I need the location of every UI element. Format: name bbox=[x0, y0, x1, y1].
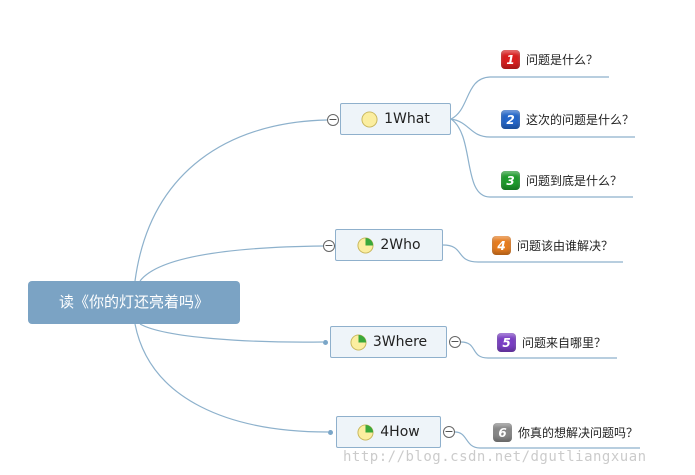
leaf-connector bbox=[454, 431, 640, 449]
subtopic-label: 这次的问题是什么？ bbox=[526, 113, 635, 127]
topic-who[interactable]: 2Who bbox=[335, 229, 443, 261]
collapse-toggle-icon[interactable]: − bbox=[327, 113, 339, 126]
subtopic-item[interactable]: 4 问题该由谁解决？ bbox=[492, 236, 613, 255]
topic-what[interactable]: 1What bbox=[340, 103, 451, 135]
subtopic-item[interactable]: 1 问题是什么？ bbox=[501, 50, 598, 69]
subtopic-label: 问题到底是什么？ bbox=[526, 174, 623, 188]
progress-icon bbox=[350, 333, 367, 351]
priority-1-icon: 1 bbox=[501, 50, 520, 69]
collapse-toggle-icon[interactable]: − bbox=[443, 425, 455, 438]
leaf-connector bbox=[450, 118, 633, 198]
priority-6-icon: 6 bbox=[493, 423, 512, 442]
subtopic-label: 问题是什么？ bbox=[526, 53, 599, 67]
priority-2-icon: 2 bbox=[501, 110, 520, 129]
priority-3-icon: 3 bbox=[501, 171, 520, 190]
subtopic-label: 你真的想解决问题吗？ bbox=[518, 426, 639, 440]
leaf-connector bbox=[450, 118, 635, 138]
collapse-toggle-icon[interactable]: − bbox=[323, 239, 335, 252]
progress-pie-slice bbox=[365, 424, 374, 432]
topic-label: 1What bbox=[384, 111, 430, 127]
progress-pie-slice bbox=[365, 237, 374, 245]
progress-icon bbox=[361, 110, 378, 128]
topic-how[interactable]: 4How bbox=[336, 416, 441, 448]
root-topic-label: 读《你的灯还亮着吗》 bbox=[58, 293, 209, 311]
priority-4-icon: 4 bbox=[492, 236, 511, 255]
topic-label: 2Who bbox=[380, 237, 421, 253]
subtopic-label: 问题该由谁解决？ bbox=[517, 239, 614, 253]
root-connector bbox=[134, 119, 328, 282]
priority-5-icon: 5 bbox=[497, 333, 516, 352]
connector-dot bbox=[328, 430, 333, 435]
topic-where[interactable]: 3Where bbox=[330, 326, 447, 358]
leaf-connector bbox=[450, 76, 609, 120]
watermark: http://blog.csdn.net/dgutliangxuan bbox=[343, 449, 647, 465]
root-topic[interactable]: 读《你的灯还亮着吗》 bbox=[28, 281, 240, 324]
topic-label: 4How bbox=[380, 424, 420, 440]
collapse-toggle-icon[interactable]: − bbox=[449, 335, 461, 348]
subtopic-item[interactable]: 6 你真的想解决问题吗？ bbox=[493, 423, 638, 442]
root-connector bbox=[134, 323, 329, 433]
subtopic-label: 问题来自哪里？ bbox=[522, 336, 607, 350]
subtopic-item[interactable]: 5 问题来自哪里？ bbox=[497, 333, 606, 352]
progress-pie-bg bbox=[361, 110, 378, 128]
root-connector bbox=[139, 245, 324, 282]
leaf-connector bbox=[460, 341, 617, 359]
topic-label: 3Where bbox=[372, 334, 428, 350]
progress-icon bbox=[357, 423, 374, 441]
connector-dot bbox=[323, 340, 328, 345]
leaf-connector bbox=[442, 244, 623, 263]
progress-pie-slice bbox=[358, 334, 366, 342]
root-connector bbox=[139, 323, 324, 343]
subtopic-item[interactable]: 2 这次的问题是什么？ bbox=[501, 110, 634, 129]
progress-icon bbox=[357, 236, 374, 254]
subtopic-item[interactable]: 3 问题到底是什么？ bbox=[501, 171, 622, 190]
